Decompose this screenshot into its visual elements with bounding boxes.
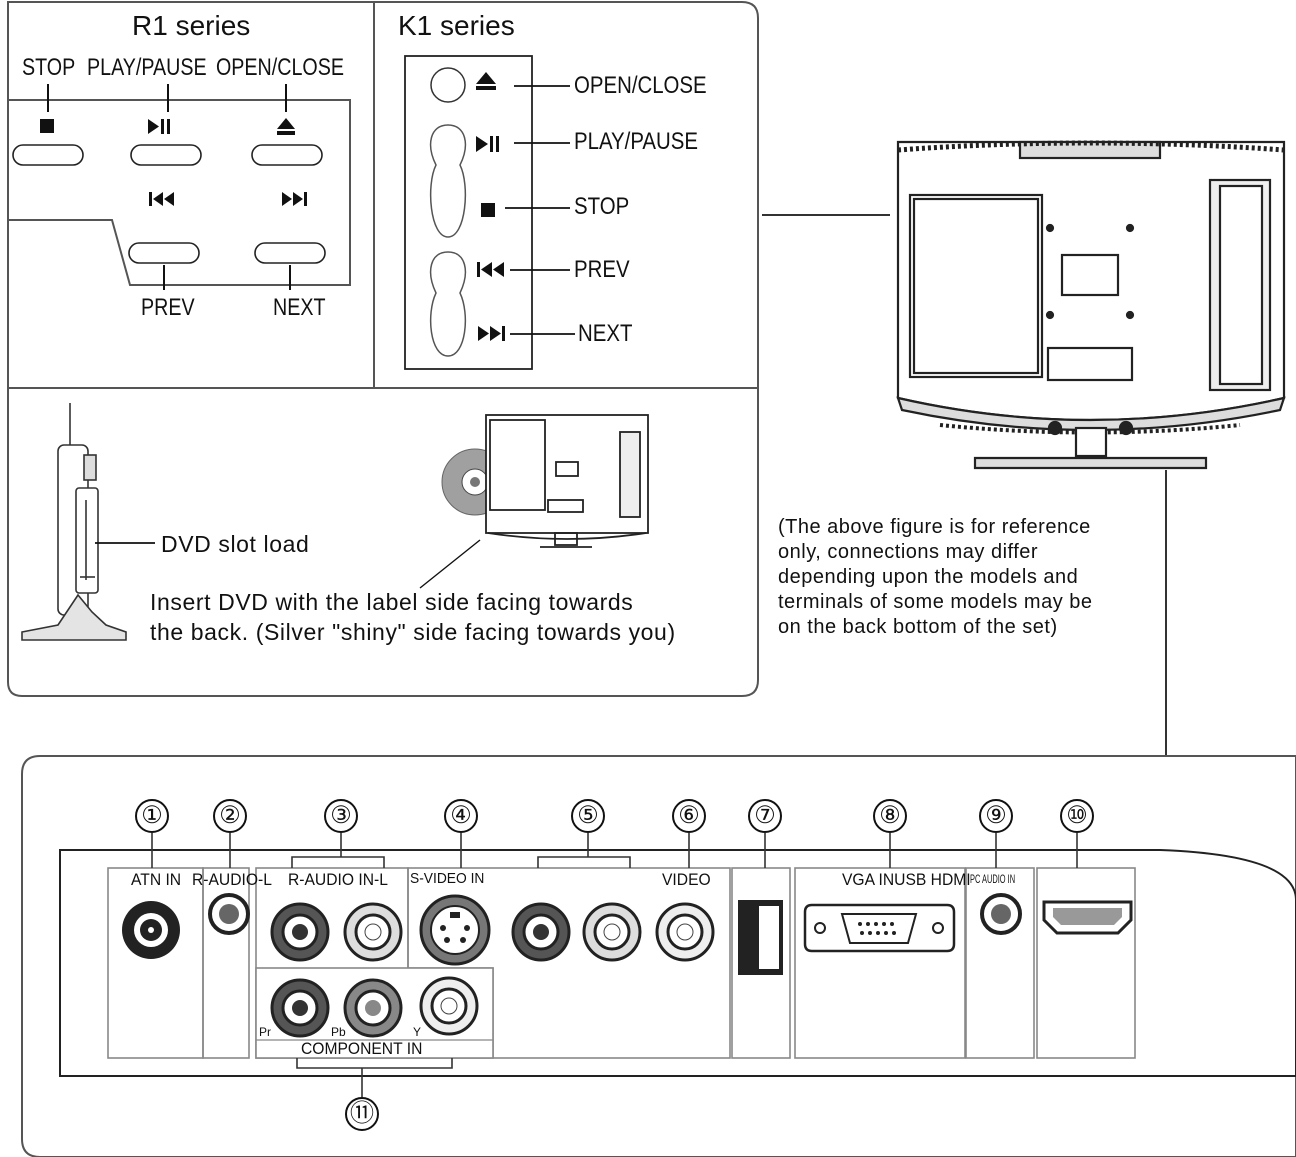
r1-stop-label: STOP (22, 54, 76, 81)
r-audio-in-l-label: R-AUDIO IN-L (288, 870, 388, 889)
component-in-label: COMPONENT IN (301, 1039, 423, 1058)
pb-label: Pb (331, 1025, 346, 1039)
r1-prev-label: PREV (141, 294, 195, 321)
reference-note: (The above figure is for reference only,… (778, 515, 1093, 640)
r1-stop-button[interactable] (12, 144, 84, 166)
r1-play-pause-button[interactable] (130, 144, 202, 166)
connector-group-boxes (107, 867, 1136, 1059)
tv-back-small (485, 414, 649, 548)
vga-port[interactable] (803, 903, 956, 953)
eject-icon (277, 118, 295, 135)
video-jack[interactable] (655, 902, 715, 962)
r-audio-l-jack[interactable] (208, 893, 250, 935)
callout-3: ③ (324, 799, 358, 833)
k1-play-stop-button[interactable] (429, 124, 467, 238)
s-video-in-label: S-VIDEO IN (410, 870, 485, 887)
k1-eject-icon (476, 72, 496, 90)
r1-next-label: NEXT (273, 294, 326, 321)
r-audio-l-label: R-AUDIO-L (192, 870, 272, 889)
r1-title: R1 series (132, 10, 251, 41)
y-label: Y (413, 1025, 422, 1039)
callout-6: ⑥ (672, 799, 706, 833)
pc-audio-jack[interactable] (980, 893, 1022, 935)
vga-usb-hdmi-label: VGA INUSB HDMI (842, 870, 971, 889)
k1-open-close-label: OPEN/CLOSE (574, 72, 707, 99)
k1-next-label: NEXT (578, 320, 633, 347)
av-audio-l-jack[interactable] (582, 902, 642, 962)
callout-4: ④ (444, 799, 478, 833)
k1-next-icon (478, 326, 505, 341)
r1-next-button[interactable] (254, 242, 326, 264)
av-audio-r-jack[interactable] (511, 902, 571, 962)
callout-5: ⑤ (571, 799, 605, 833)
k1-stop-label: STOP (574, 193, 630, 220)
k1-prev-label: PREV (574, 256, 630, 283)
hdmi-port[interactable] (1042, 900, 1133, 935)
k1-open-close-button[interactable] (430, 67, 466, 103)
callout-11: ⑪ (345, 1097, 379, 1131)
note-line-2: only, connections may differ (778, 541, 1039, 563)
r1-open-close-label: OPEN/CLOSE (216, 54, 344, 81)
note-line-5: on the back bottom of the set) (778, 616, 1058, 638)
s-video-jack[interactable] (419, 894, 491, 966)
video-label: VIDEO (662, 870, 711, 889)
callout-9: ⑨ (979, 799, 1013, 833)
usb-port[interactable] (738, 900, 783, 975)
callout-2: ② (213, 799, 247, 833)
stop-icon (40, 119, 54, 133)
pc-audio-in-label: PC AUDIO IN (970, 872, 1016, 886)
prev-icon (149, 192, 174, 206)
r1-prev-button[interactable] (128, 242, 200, 264)
r1-play-pause-label: PLAY/PAUSE (87, 54, 207, 81)
k1-stop-icon (481, 203, 495, 217)
component-y-jack[interactable] (419, 976, 479, 1036)
k1-prev-icon (477, 262, 504, 277)
dvd-insert-line1: Insert DVD with the label side facing to… (150, 589, 634, 615)
callout-1: ① (135, 799, 169, 833)
audio-in-l-jack[interactable] (343, 902, 403, 962)
atn-in-jack[interactable] (122, 901, 180, 959)
tv-back-large (896, 140, 1286, 470)
k1-play-pause-icon (476, 136, 499, 152)
note-line-1: (The above figure is for reference (778, 516, 1091, 538)
next-icon (282, 192, 307, 206)
k1-play-pause-label: PLAY/PAUSE (574, 128, 698, 155)
dvd-insert-line2: the back. (Silver "shiny" side facing to… (150, 619, 676, 645)
pr-label: Pr (259, 1025, 271, 1039)
k1-title: K1 series (398, 10, 515, 41)
atn-in-label: ATN IN (131, 870, 182, 889)
dvd-slot-label: DVD slot load (161, 531, 310, 557)
note-line-4: terminals of some models may be (778, 591, 1093, 613)
play-pause-icon (148, 119, 170, 134)
k1-prev-next-button[interactable] (429, 251, 467, 357)
callout-10: ⑩ (1060, 799, 1094, 833)
r1-open-close-button[interactable] (251, 144, 323, 166)
tv-side-view (21, 403, 127, 641)
component-pb-jack[interactable] (343, 978, 403, 1038)
callout-7: ⑦ (748, 799, 782, 833)
r1-panel-outline (8, 99, 351, 286)
audio-in-r-jack[interactable] (270, 902, 330, 962)
k1-panel-outline (404, 55, 533, 370)
callout-8: ⑧ (873, 799, 907, 833)
top-frame (7, 1, 759, 697)
note-line-3: depending upon the models and (778, 566, 1079, 588)
component-pr-jack[interactable] (270, 978, 330, 1038)
